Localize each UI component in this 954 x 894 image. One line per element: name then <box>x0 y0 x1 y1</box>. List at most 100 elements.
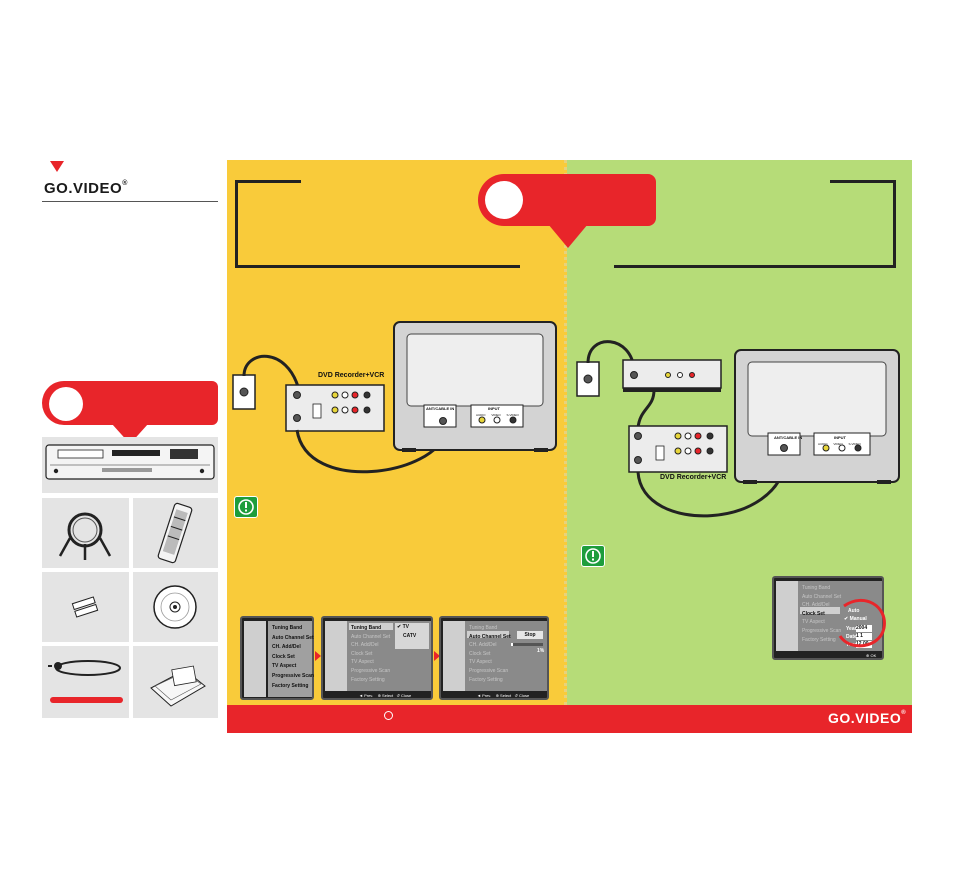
connection-diagram-right <box>576 340 900 518</box>
option-tv[interactable]: ✔ TV <box>397 624 409 630</box>
menu-highlight <box>800 607 840 614</box>
clock-year-field[interactable]: 2004 <box>856 625 872 632</box>
menu-footer: ◄ Prev. ⊕ Select ↺ Close <box>359 693 412 698</box>
menu-item[interactable]: CH. Add/Del <box>351 642 379 649</box>
rf-cable-highlight-bar <box>50 697 123 703</box>
menu-item[interactable]: CH. Add/Del <box>469 642 497 649</box>
brand-trademark: ® <box>122 180 128 187</box>
menu-icon-column <box>244 621 266 697</box>
notice-icon-right <box>581 545 605 567</box>
menu-icon-column <box>325 621 347 691</box>
footer-close: Close <box>400 693 412 698</box>
menu-item[interactable]: Progressive Scan <box>469 667 509 674</box>
highlight-circle <box>838 599 886 648</box>
menu-item[interactable]: Factory Setting <box>272 682 309 689</box>
option-tv-label: TV <box>402 624 409 630</box>
panel-perforation <box>564 160 570 705</box>
menu-item[interactable]: CH. Add/Del <box>802 602 830 609</box>
clock-option-auto[interactable]: Auto <box>848 608 860 614</box>
accessory-rf-cable <box>42 646 129 718</box>
exclamation-icon <box>238 499 254 515</box>
menu-item[interactable]: Clock Set <box>351 650 373 657</box>
remote-control-icon <box>157 502 193 564</box>
jack-video-label-r: VIDEO <box>833 442 843 446</box>
menu-item[interactable]: Tuning Band <box>469 625 498 631</box>
menu-item[interactable]: TV Aspect <box>351 659 374 666</box>
accessory-batteries <box>42 572 129 642</box>
menu-footer: ◄ Prev. ⊕ Select ↺ Close <box>477 693 530 698</box>
stop-button[interactable]: Stop <box>517 631 543 639</box>
menu-item[interactable]: Factory Setting <box>351 676 385 683</box>
menu-item[interactable]: Progressive Scan <box>351 667 391 674</box>
menu-items: Tuning Band Auto Channel Set CH. Add/Del… <box>802 584 841 644</box>
arrow-right-icon <box>315 651 321 661</box>
submenu-options <box>395 623 429 649</box>
tv-jacks-left: AUDIO VIDEO S-VIDEO <box>476 413 519 417</box>
clock-option-manual-label: Manual <box>849 616 867 622</box>
accessory-remote <box>133 498 218 568</box>
menu-screen-2: Tuning Band Auto Channel Set CH. Add/Del… <box>321 616 433 700</box>
footer-select: Select <box>500 693 512 698</box>
step-badge-pointer <box>548 224 588 248</box>
bottom-brand-trademark: ® <box>901 710 907 716</box>
brand-rule <box>42 201 218 202</box>
info-icon <box>384 711 393 720</box>
menu-item[interactable]: Auto Channel Set <box>802 593 842 600</box>
menu-item[interactable]: Auto Channel Set <box>351 633 391 640</box>
menu-item[interactable]: Factory Setting <box>802 636 836 643</box>
tv-jacks-right: AUDIO VIDEO S-VIDEO <box>818 442 861 446</box>
menu-item[interactable]: Tuning Band <box>272 625 303 631</box>
bottom-bar <box>227 705 912 733</box>
clock-year-label: Year <box>846 626 857 632</box>
accessory-dvd-recorder <box>42 437 218 493</box>
brand-logo: GO.VIDEO® <box>44 180 128 197</box>
option-catv[interactable]: CATV <box>403 633 417 639</box>
menu-item[interactable]: Factory Setting <box>469 676 503 683</box>
menu-item[interactable]: Clock Set <box>802 610 825 617</box>
menu-item[interactable]: Clock Set <box>469 650 491 657</box>
frame-left-top <box>235 180 301 183</box>
cable-box <box>622 359 722 389</box>
menu-screen-3: Tuning Band Auto Channel Set CH. Add/Del… <box>439 616 549 700</box>
jack-svideo-label: S-VIDEO <box>506 413 519 417</box>
accessory-av-cable <box>42 498 129 568</box>
av-cable-icon <box>58 512 112 560</box>
clock-option-manual[interactable]: ✔ Manual <box>844 616 867 622</box>
jack-audio-label-r: AUDIO <box>818 442 828 446</box>
menu-icon-column <box>776 581 798 651</box>
menu-item[interactable]: TV Aspect <box>272 663 297 670</box>
tv-input-label-left: INPUT <box>488 406 500 411</box>
menu-item[interactable]: TV Aspect <box>802 619 825 626</box>
menu-panel <box>268 621 312 697</box>
menu-item[interactable]: Progressive Scan <box>272 672 314 679</box>
menu-item[interactable]: Clock Set <box>272 653 295 660</box>
connection-diagram-left <box>232 321 557 474</box>
rf-cable-icon <box>48 660 121 676</box>
dvd-recorder-icon <box>45 444 215 480</box>
rf-cable-path-left <box>242 354 301 391</box>
menu-items: Tuning Band Auto Channel Set CH. Add/Del… <box>272 624 314 691</box>
step-number-circle <box>49 387 83 421</box>
scan-progress-label: 1% <box>537 648 545 654</box>
menu-item[interactable]: Tuning Band <box>802 585 831 591</box>
menu-item[interactable]: Progressive Scan <box>802 627 842 634</box>
arrow-right-icon <box>434 651 440 661</box>
footer-ok: OK <box>870 653 877 658</box>
jack-svideo-label-r: S-VIDEO <box>848 442 861 446</box>
scan-progress-track <box>511 643 543 646</box>
frame-left <box>235 180 520 268</box>
clock-date-field[interactable]: 1 1 <box>856 633 872 640</box>
menu-item[interactable]: Auto Channel Set <box>469 633 511 640</box>
menu-screen-1: Tuning Band Auto Channel Set CH. Add/Del… <box>240 616 314 700</box>
menu-icon-column <box>443 621 465 691</box>
footer-select: Select <box>382 693 394 698</box>
bottom-brand-logo-text: GO.VIDEO <box>828 710 902 726</box>
menu-highlight <box>349 623 393 630</box>
exclamation-icon <box>585 548 601 564</box>
menu-item[interactable]: Auto Channel Set <box>272 634 314 641</box>
menu-item[interactable]: Tuning Band <box>351 625 382 631</box>
menu-item[interactable]: TV Aspect <box>469 659 492 666</box>
accessory-manual <box>133 646 218 718</box>
scan-progress-fill <box>511 643 513 646</box>
menu-item[interactable]: CH. Add/Del <box>272 644 301 651</box>
